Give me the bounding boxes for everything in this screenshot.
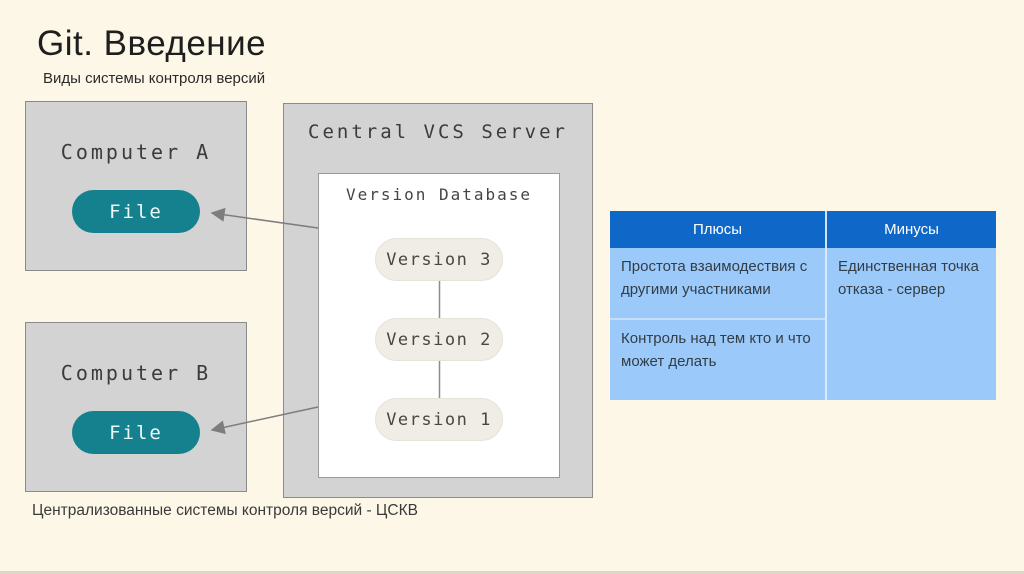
- page-title: Git. Введение: [37, 24, 267, 63]
- table-header-cons: Минусы: [884, 221, 939, 238]
- pros-cons-table: Плюсы Минусы Простота взаимодествия с др…: [610, 211, 996, 400]
- diagram-caption: Централизованные системы контроля версий…: [32, 502, 418, 519]
- computer-a-box: Computer A File: [25, 101, 247, 271]
- version-1-pill: Version 1: [375, 398, 503, 441]
- page-subtitle: Виды системы контроля версий: [43, 70, 266, 87]
- table-header-pros: Плюсы: [610, 211, 827, 248]
- table-column-cons: Единственная точка отказа - сервер: [827, 248, 996, 400]
- central-vcs-server-label: Central VCS Server: [308, 121, 568, 143]
- slide-bottom-edge: [0, 571, 1024, 574]
- version-2-pill: Version 2: [375, 318, 503, 361]
- computer-b-box: Computer B File: [25, 322, 247, 492]
- computer-a-label: Computer A: [60, 140, 212, 164]
- central-vcs-server-box: Central VCS Server Version Database Vers…: [283, 103, 593, 498]
- table-cell-cons-1: Единственная точка отказа - сервер: [838, 258, 979, 298]
- computer-b-file-pill: File: [72, 411, 200, 454]
- computer-a-file-pill: File: [72, 190, 200, 233]
- table-cell-cons-2: [827, 320, 996, 400]
- table-header-row: Плюсы Минусы: [610, 211, 996, 248]
- computer-b-label: Computer B: [60, 361, 212, 385]
- version-database-label: Version Database: [345, 185, 533, 204]
- version-database-box: Version Database Version 3 Version 2 Ver…: [318, 173, 560, 478]
- version-3-pill: Version 3: [375, 238, 503, 281]
- table-cell-pros-2: Контроль над тем кто и что может делать: [621, 330, 811, 370]
- table-cell-pros-1: Простота взаимодествия с другими участни…: [610, 248, 825, 320]
- table-body: Простота взаимодествия с другими участни…: [610, 248, 996, 400]
- table-column-pros: Простота взаимодествия с другими участни…: [610, 248, 827, 400]
